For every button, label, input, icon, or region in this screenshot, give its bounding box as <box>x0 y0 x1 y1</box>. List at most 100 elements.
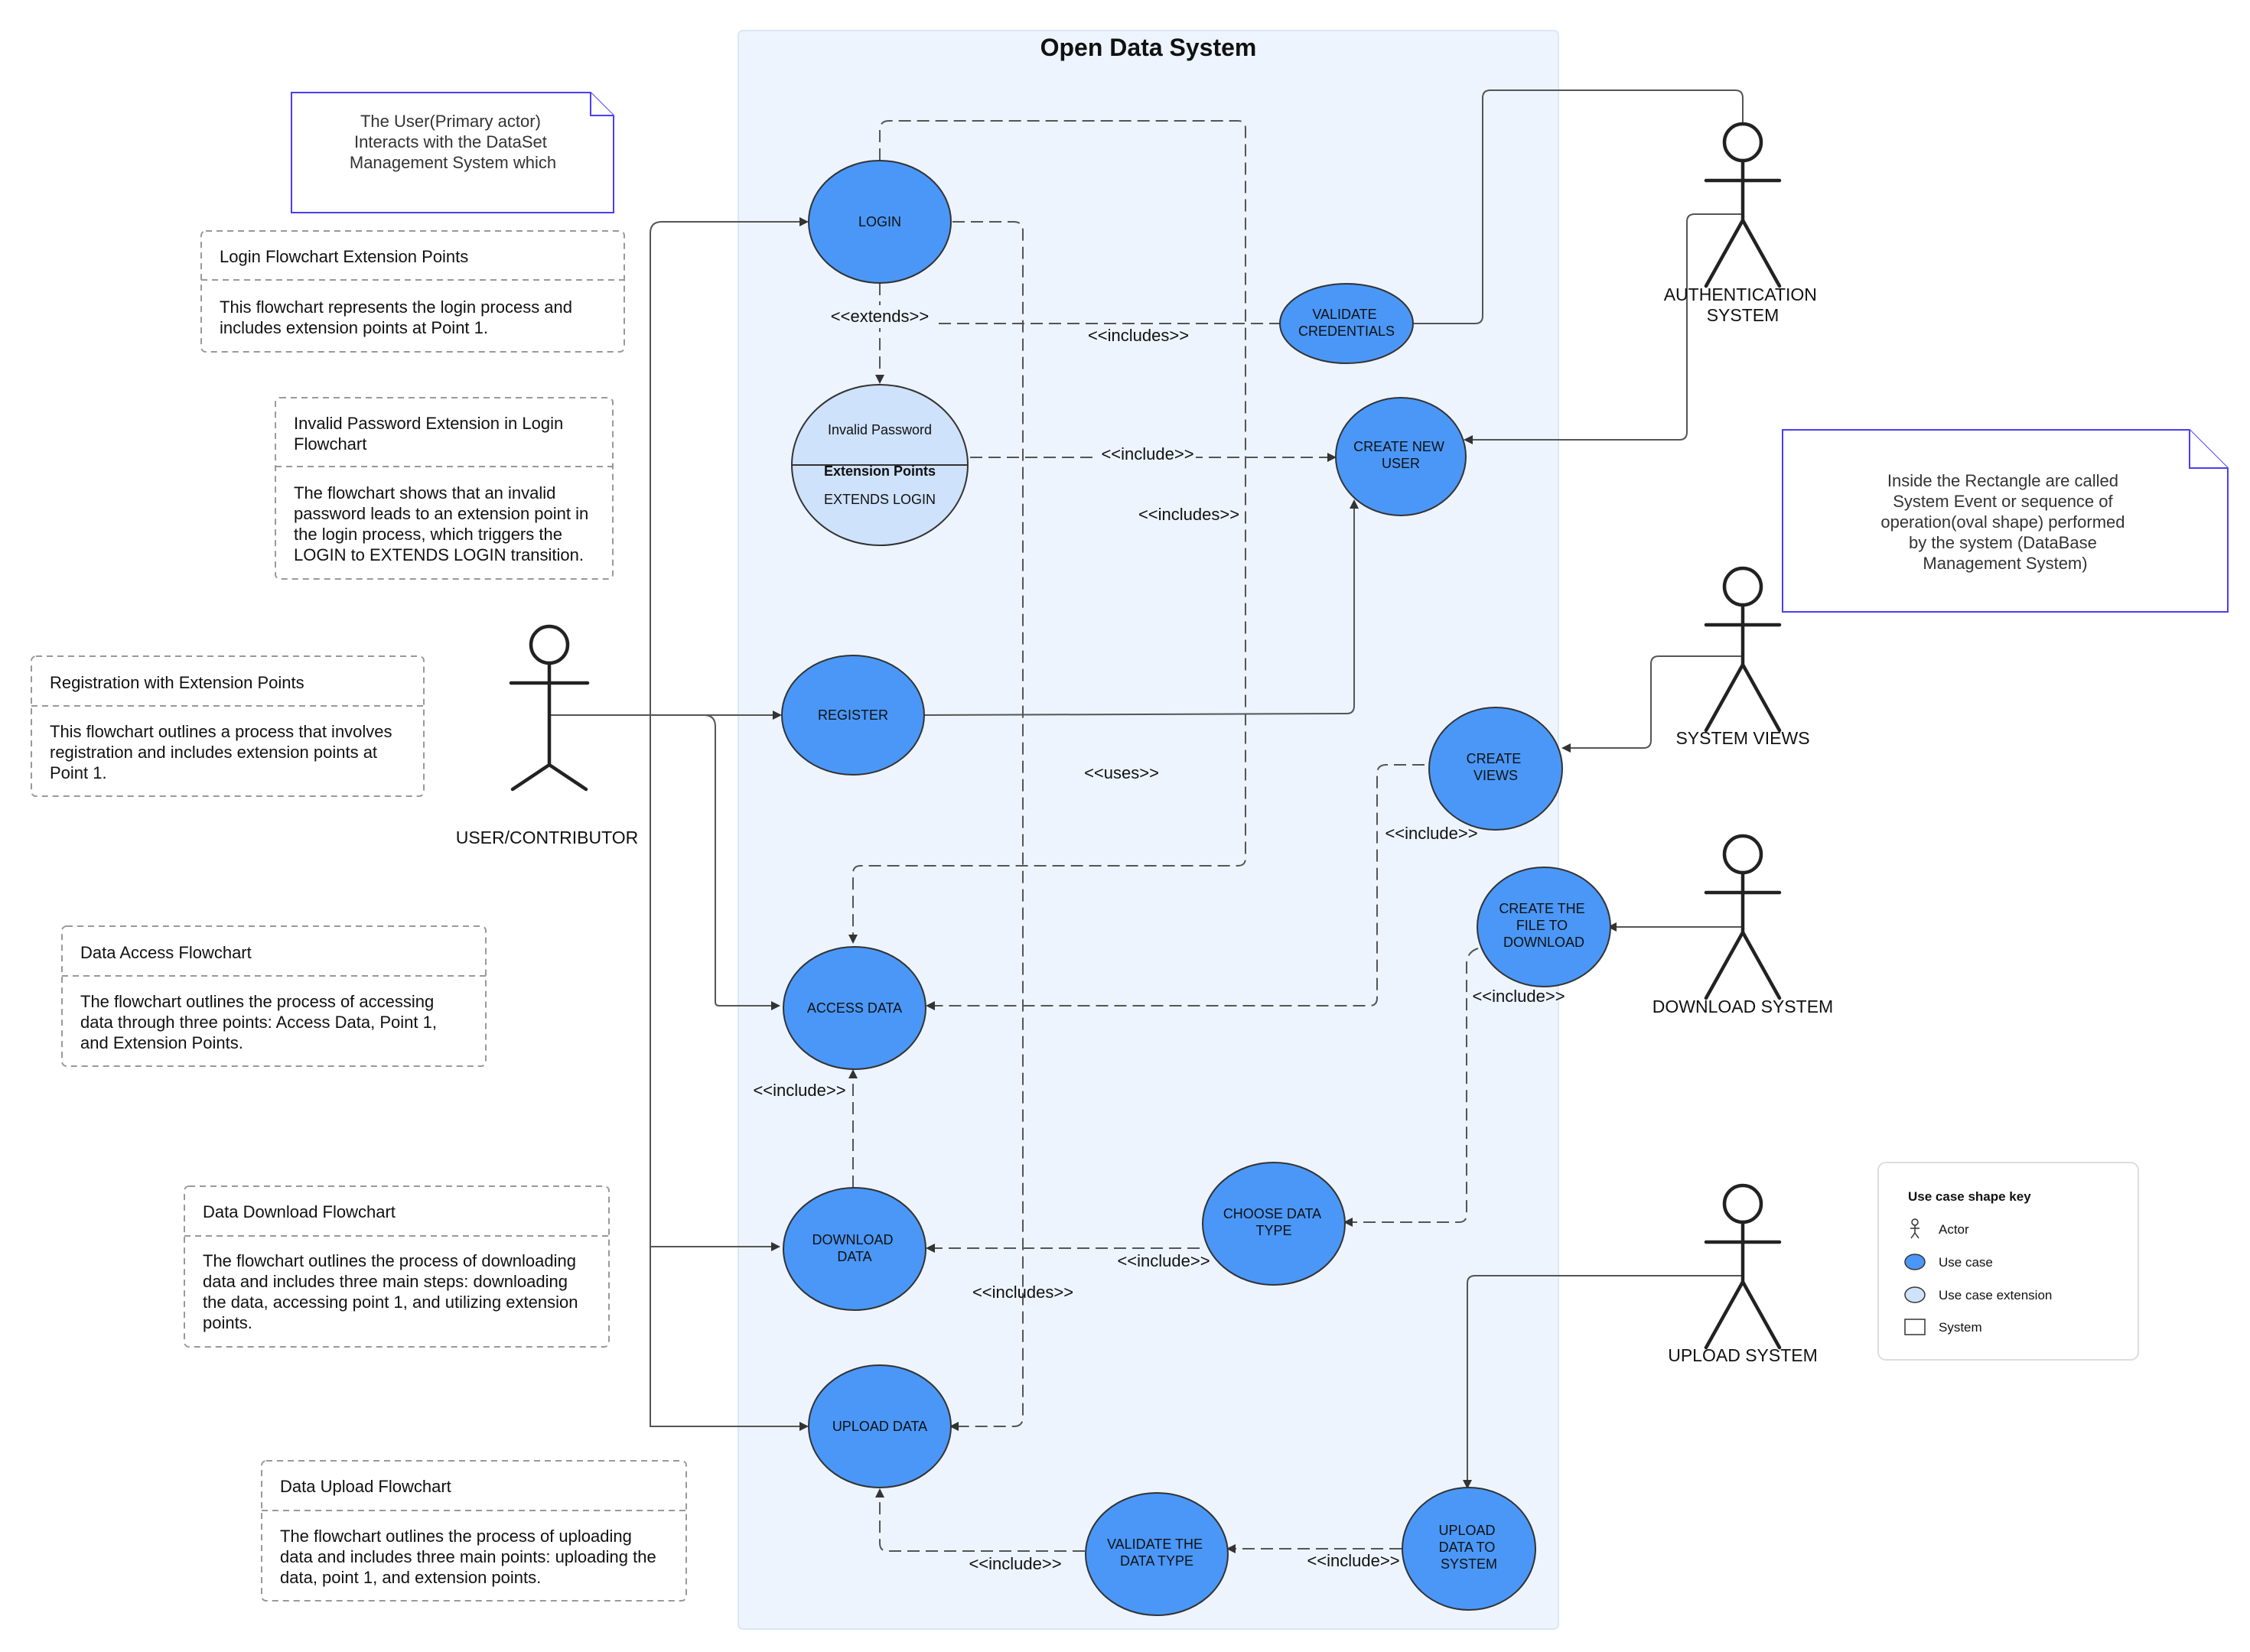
ext-box-login-flowchart: Login Flowchart Extension Points This fl… <box>200 230 625 353</box>
svg-text:VALIDATE THE DATA TYPE: VALIDATE THE DATA TYPE <box>1107 1537 1206 1569</box>
svg-text:CREATE NEW USER: CREATE NEW USER <box>1353 439 1448 471</box>
svg-text:The flowchart outlines the pro: The flowchart outlines the process of ac… <box>80 992 441 1052</box>
svg-text:REGISTER: REGISTER <box>818 707 888 723</box>
use-case-create-views[interactable]: CREATE VIEWS <box>1428 707 1563 831</box>
use-case-create-new-user[interactable]: CREATE NEW USER <box>1335 397 1467 516</box>
svg-text:This flowchart outlines a proc: This flowchart outlines a process that i… <box>50 722 397 782</box>
ext-box-registration: Registration with Extension Points This … <box>31 655 425 797</box>
note-rectangle: Inside the Rectangle are called System E… <box>1782 429 2229 613</box>
use-case-register[interactable]: REGISTER <box>781 655 925 776</box>
use-case-create-file-to-download[interactable]: CREATE THE FILE TO DOWNLOAD <box>1477 867 1611 987</box>
svg-text:This flowchart represents the: This flowchart represents the login proc… <box>220 298 577 337</box>
connectors <box>551 89 1744 1553</box>
svg-text:CREATE THE FILE TO: CREATE THE FILE TO DOWNLOAD <box>1499 901 1588 950</box>
legend-extension-label: Use case extension <box>1939 1288 2052 1302</box>
actor-auth-label: AUTHENTICATION SYSTEM <box>1664 285 1822 325</box>
legend-actor-icon <box>1910 1218 1920 1239</box>
include-choose-label: <<include>> <box>1117 1251 1210 1270</box>
use-case-access-data[interactable]: ACCESS DATA <box>783 946 926 1070</box>
use-case-invalid-password[interactable]: Invalid Password Extension Points EXTEND… <box>791 384 969 546</box>
svg-text:Invalid Password: Invalid Password <box>828 422 932 437</box>
ext-box-data-upload: Data Upload Flowchart The flowchart outl… <box>261 1460 687 1602</box>
system-title: Open Data System <box>1040 34 1257 61</box>
svg-text:Invalid Password Extension in: Invalid Password Extension in Login Flow… <box>294 414 568 454</box>
login-to-upload-line <box>949 221 1024 1431</box>
actor-views-label: SYSTEM VIEWS <box>1675 728 1809 748</box>
use-case-validate-data-type[interactable]: VALIDATE THE DATA TYPE <box>1085 1492 1229 1616</box>
svg-text:Data Upload Flowchart: Data Upload Flowchart <box>280 1477 451 1496</box>
svg-text:DOWNLOAD DATA: DOWNLOAD DATA <box>812 1232 897 1264</box>
svg-text:UPLOAD DATA: UPLOAD DATA <box>832 1419 927 1434</box>
include-upload-system-label: <<include>> <box>1307 1551 1399 1570</box>
legend-extension-icon <box>1904 1286 1926 1303</box>
legend-use-case-label: Use case <box>1939 1255 1993 1270</box>
include-views-label: <<include>> <box>1385 824 1477 843</box>
actor-download-system[interactable]: DOWNLOAD SYSTEM <box>1652 834 1833 1016</box>
svg-text:Extension Points: Extension Points <box>824 463 936 479</box>
actor-upload-system[interactable]: UPLOAD SYSTEM <box>1668 1183 1818 1365</box>
actor-user-label: USER/CONTRIBUTOR <box>456 828 639 847</box>
actor-authentication-system[interactable]: AUTHENTICATION SYSTEM <box>1664 122 1822 325</box>
use-case-validate-credentials[interactable]: VALIDATE CREDENTIALS <box>1279 283 1414 364</box>
relationship-labels: <<extends>> <<includes>> <<include>> <<i… <box>753 305 1565 1573</box>
svg-text:The flowchart outlines the pro: The flowchart outlines the process of up… <box>280 1527 661 1587</box>
ext-box-invalid-password: Invalid Password Extension in Login Flow… <box>275 397 614 580</box>
extends-label: <<extends>> <box>831 307 929 326</box>
actor-icon <box>1704 122 1782 288</box>
include-file-label: <<include>> <box>1472 987 1565 1006</box>
file-to-choose-line <box>1343 948 1479 1227</box>
auth-to-validate-line <box>1414 89 1744 324</box>
register-to-create-user-line <box>923 499 1359 716</box>
legend-actor-label: Actor <box>1939 1222 1969 1237</box>
actor-user-contributor[interactable]: USER/CONTRIBUTOR <box>456 624 639 847</box>
includes-register-label: <<includes>> <box>1138 505 1239 524</box>
user-to-access-line <box>703 714 780 1010</box>
svg-text:The flowchart shows that an in: The flowchart shows that an invalid pass… <box>294 483 593 564</box>
use-case-login[interactable]: LOGIN <box>808 160 952 284</box>
svg-text:Login Flowchart Extension Poin: Login Flowchart Extension Points <box>220 247 468 266</box>
svg-text:ACCESS DATA: ACCESS DATA <box>807 1000 902 1016</box>
upload-to-upload-system-line <box>1463 1275 1743 1489</box>
svg-text:LOGIN: LOGIN <box>858 214 901 229</box>
actor-icon <box>1704 1183 1782 1350</box>
svg-text:Registration with Extension Po: Registration with Extension Points <box>50 673 304 692</box>
legend-use-case-icon <box>1904 1254 1926 1270</box>
views-to-access-line <box>926 764 1425 1010</box>
actor-download-label: DOWNLOAD SYSTEM <box>1652 997 1833 1016</box>
user-to-upload-line <box>650 1247 809 1431</box>
svg-text:Inside the Rectangle are calle: Inside the Rectangle are called System E… <box>1880 471 2129 573</box>
include-access-label: <<include>> <box>753 1081 845 1100</box>
actor-system-views[interactable]: SYSTEM VIEWS <box>1675 566 1810 748</box>
ext-box-data-download: Data Download Flowchart The flowchart ou… <box>184 1185 610 1348</box>
use-case-upload-data[interactable]: UPLOAD DATA <box>808 1364 952 1488</box>
login-to-access-line <box>848 120 1246 944</box>
views-to-create-views-line <box>1561 655 1743 753</box>
legend-system-icon <box>1904 1319 1926 1335</box>
auth-to-create-user-line <box>1464 213 1743 444</box>
includes-upload-label: <<includes>> <box>972 1283 1073 1302</box>
svg-text:VALIDATE CREDENTIALS: VALIDATE CREDENTIALS <box>1298 307 1395 339</box>
use-case-choose-data-type[interactable]: CHOOSE DATA TYPE <box>1202 1162 1346 1286</box>
note-primary-actor: The User(Primary actor) Interacts with t… <box>291 92 614 213</box>
includes-validate-label: <<includes>> <box>1088 326 1189 345</box>
uses-label: <<uses>> <box>1084 763 1159 782</box>
actor-icon <box>1704 566 1782 733</box>
svg-text:Data Download Flowchart: Data Download Flowchart <box>203 1202 396 1221</box>
legend-system-label: System <box>1939 1320 1982 1335</box>
actor-icon <box>509 624 590 792</box>
svg-text:CHOOSE DATA TYPE: CHOOSE DATA TYPE <box>1223 1206 1324 1238</box>
svg-text:Data Access Flowchart: Data Access Flowchart <box>80 943 252 962</box>
include-validate-type-label: <<include>> <box>969 1554 1061 1573</box>
legend: Use case shape key Actor Use case Use ca… <box>1877 1162 2139 1361</box>
svg-text:EXTENDS LOGIN: EXTENDS LOGIN <box>824 492 936 507</box>
actor-upload-label: UPLOAD SYSTEM <box>1668 1345 1818 1365</box>
svg-text:CREATE VIEWS: CREATE VIEWS <box>1467 751 1526 783</box>
ext-box-data-access: Data Access Flowchart The flowchart outl… <box>61 925 487 1067</box>
svg-text:UPLOAD DATA TO SYS: UPLOAD DATA TO SYSTEM <box>1438 1523 1499 1572</box>
svg-text:The User(Primary actor): The User(Primary actor) Interacts with t… <box>350 112 556 172</box>
legend-title: Use case shape key <box>1908 1189 2031 1204</box>
use-case-upload-data-to-system[interactable]: UPLOAD DATA TO SYSTEM <box>1402 1487 1536 1611</box>
use-case-download-data[interactable]: DOWNLOAD DATA <box>783 1187 926 1311</box>
user-to-login-line <box>650 217 809 715</box>
